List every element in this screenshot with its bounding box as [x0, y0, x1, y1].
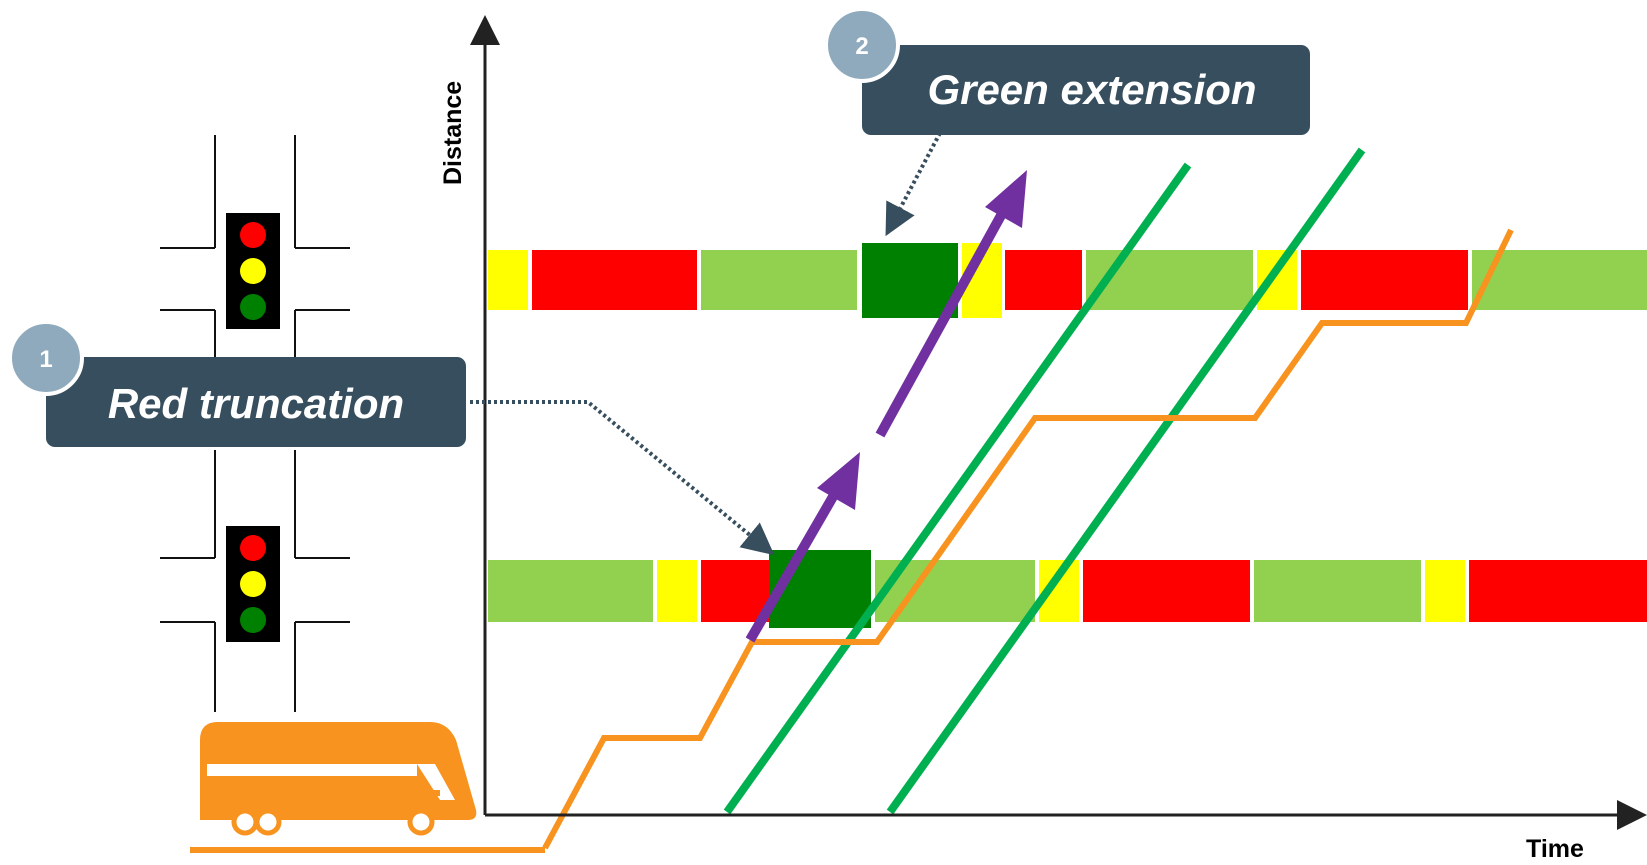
- bus-priority-arrows: [745, 170, 1027, 643]
- badge-number: 2: [855, 33, 868, 60]
- bus-trajectory: [542, 228, 1514, 850]
- callout-red-truncation: Red truncation 1: [8, 320, 466, 447]
- badge-2: [824, 7, 900, 83]
- callout-label: Green extension: [927, 66, 1256, 113]
- upstream-signal-bar: [488, 243, 1647, 318]
- y-axis-label: Distance: [439, 81, 467, 185]
- axes: Distance Time: [439, 15, 1647, 863]
- lower-intersection: [160, 450, 350, 712]
- badge-1: [8, 320, 84, 396]
- callout-green-extension: Green extension 2: [824, 7, 1310, 135]
- traffic-light-icon: [226, 526, 280, 642]
- upper-intersection: [160, 135, 350, 360]
- x-axis-label: Time: [1526, 835, 1584, 863]
- leader-lines: [470, 132, 942, 556]
- red-truncation-block: [769, 550, 871, 628]
- downstream-signal-bar: [488, 550, 1647, 628]
- general-traffic-trajectories: [723, 147, 1366, 815]
- traffic-light-icon: [226, 213, 280, 329]
- badge-number: 1: [39, 346, 52, 373]
- green-extension-block: [862, 243, 958, 318]
- bus-icon: [190, 722, 545, 853]
- callout-label: Red truncation: [108, 380, 404, 427]
